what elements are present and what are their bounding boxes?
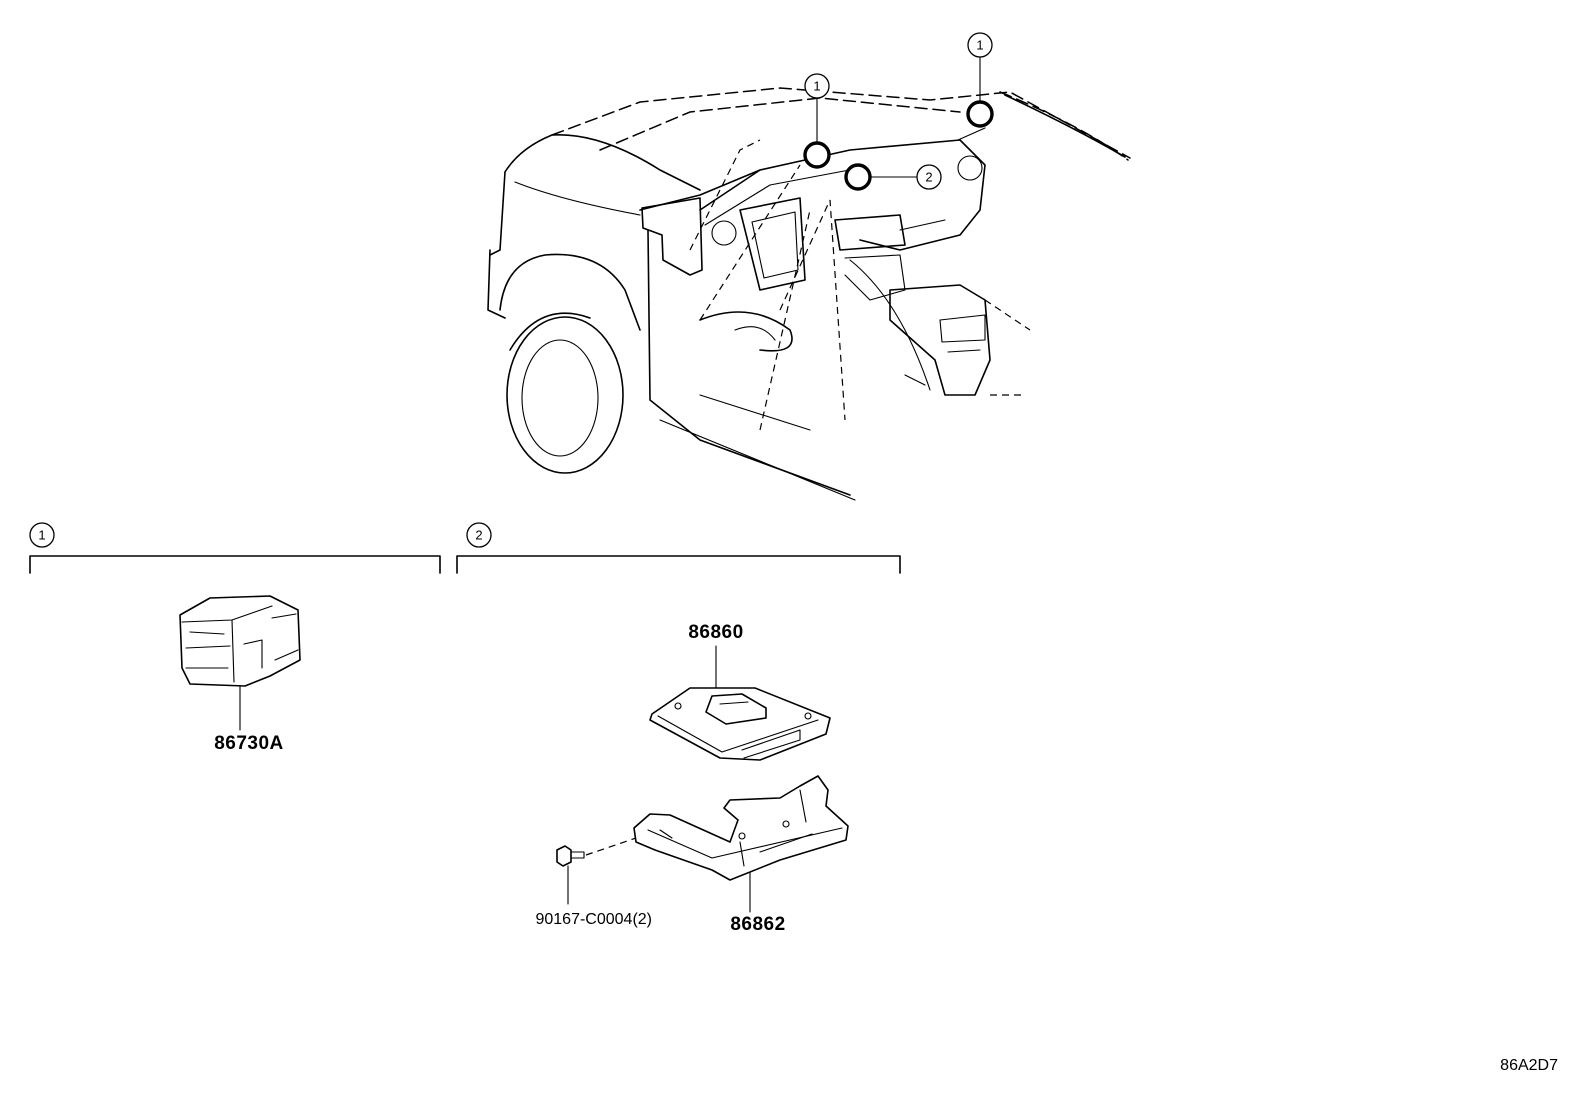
bracket-drawing bbox=[633, 775, 849, 881]
callout-2-vehicle bbox=[916, 164, 942, 190]
location-marker-2 bbox=[844, 163, 872, 191]
callout-1-left-label: 1 bbox=[813, 79, 820, 94]
group-1: 1 86730A bbox=[29, 522, 441, 754]
part-number-86860: 86860 bbox=[688, 622, 743, 643]
camera-module-drawing bbox=[179, 595, 301, 687]
group-2-callout bbox=[466, 522, 492, 548]
illustration-code: 86A2D7 bbox=[1500, 1057, 1558, 1074]
callout-1-right bbox=[967, 32, 993, 58]
group-1-bracket-line bbox=[29, 555, 441, 574]
location-marker-1-right bbox=[966, 100, 994, 128]
callout-2-vehicle-label: 2 bbox=[925, 170, 932, 185]
screw-drawing bbox=[556, 845, 585, 867]
group-1-callout bbox=[29, 522, 55, 548]
receiver-drawing bbox=[649, 687, 831, 761]
group-2: 2 86860 86862 bbox=[456, 522, 901, 935]
part-number-86862: 86862 bbox=[730, 914, 785, 935]
part-number-90167-C0004: 90167-C0004(2) bbox=[535, 911, 652, 928]
callout-1-right-label: 1 bbox=[976, 38, 983, 53]
group-1-callout-label: 1 bbox=[38, 528, 45, 543]
part-number-86730A: 86730A bbox=[214, 733, 284, 754]
location-marker-1-left bbox=[803, 141, 831, 169]
callout-1-left bbox=[804, 73, 830, 99]
group-2-callout-label: 2 bbox=[475, 528, 482, 543]
vehicle-interior-illustration: 1 1 2 bbox=[487, 32, 1131, 501]
group-2-bracket-line bbox=[456, 555, 901, 574]
